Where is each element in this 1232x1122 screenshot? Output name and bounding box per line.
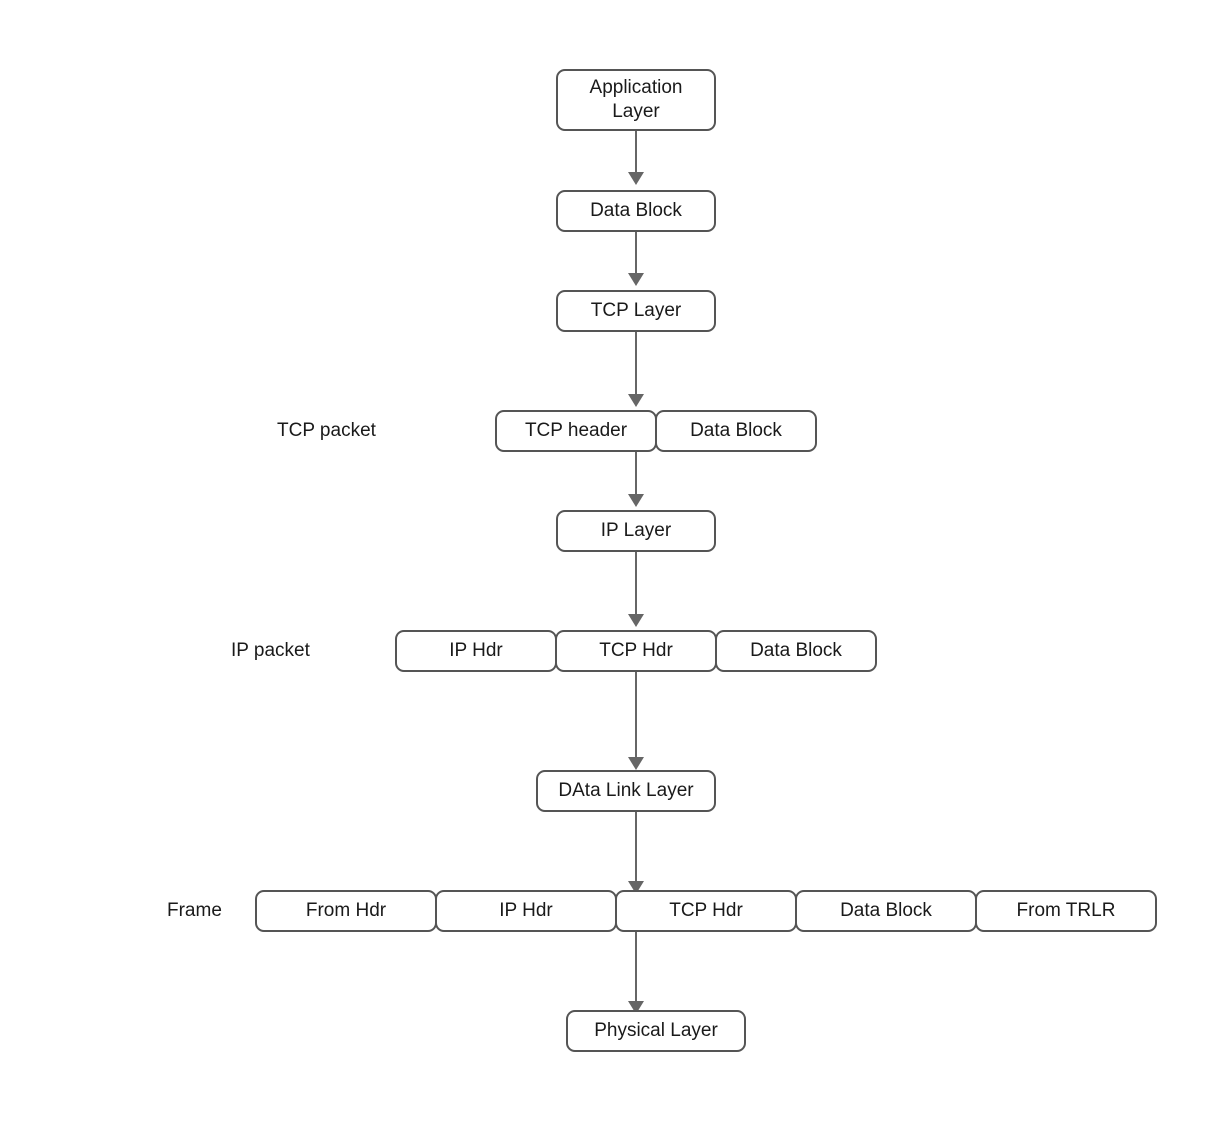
cell-tcp-packet-data-block-label: Data Block bbox=[690, 420, 782, 441]
node-ip-layer-label: IP Layer bbox=[600, 520, 672, 542]
arrowhead-application-to-datablock bbox=[628, 172, 644, 185]
cell-ip-packet-ip-hdr[interactable]: IP Hdr bbox=[395, 630, 557, 672]
node-data-block-label: Data Block bbox=[590, 200, 682, 222]
cell-frame-from-hdr-label: From Hdr bbox=[305, 900, 387, 921]
node-ip-layer[interactable]: IP Layer bbox=[556, 510, 716, 552]
connector-iplayer-to-ippacket bbox=[635, 552, 637, 617]
cell-tcp-packet-tcp-header[interactable]: TCP header bbox=[495, 410, 657, 452]
connector-frame-to-physicallayer bbox=[635, 932, 637, 1004]
cell-frame-tcp-hdr[interactable]: TCP Hdr bbox=[615, 890, 797, 932]
connector-tcplayer-to-tcppacket bbox=[635, 332, 637, 397]
cell-ip-packet-tcp-hdr[interactable]: TCP Hdr bbox=[555, 630, 717, 672]
node-data-link-layer-label: DAta Link Layer bbox=[558, 780, 694, 802]
node-application-layer-label-line1: Application bbox=[589, 77, 683, 99]
cell-frame-data-block-label: Data Block bbox=[840, 900, 932, 921]
cell-frame-ip-hdr-label: IP Hdr bbox=[499, 900, 553, 921]
connector-ippacket-to-datalinklayer bbox=[635, 672, 637, 760]
node-physical-layer-label: Physical Layer bbox=[594, 1020, 718, 1042]
arrowhead-datablock-to-tcplayer bbox=[628, 273, 644, 286]
cell-frame-ip-hdr[interactable]: IP Hdr bbox=[435, 890, 617, 932]
node-data-link-layer[interactable]: DAta Link Layer bbox=[536, 770, 716, 812]
cell-ip-packet-data-block[interactable]: Data Block bbox=[715, 630, 877, 672]
arrowhead-ippacket-to-datalinklayer bbox=[628, 757, 644, 770]
node-tcp-layer[interactable]: TCP Layer bbox=[556, 290, 716, 332]
arrowhead-iplayer-to-ippacket bbox=[628, 614, 644, 627]
cell-ip-packet-data-block-label: Data Block bbox=[750, 640, 842, 661]
cell-frame-from-hdr[interactable]: From Hdr bbox=[255, 890, 437, 932]
cell-frame-from-trlr[interactable]: From TRLR bbox=[975, 890, 1157, 932]
cell-ip-packet-tcp-hdr-label: TCP Hdr bbox=[599, 640, 673, 661]
cell-tcp-packet-data-block[interactable]: Data Block bbox=[655, 410, 817, 452]
cell-frame-from-trlr-label: From TRLR bbox=[1016, 900, 1116, 921]
cell-ip-packet-ip-hdr-label: IP Hdr bbox=[449, 640, 503, 661]
connector-tcppacket-to-iplayer bbox=[635, 452, 637, 497]
row-label-tcp-packet: TCP packet bbox=[277, 420, 376, 441]
connector-datablock-to-tcplayer bbox=[635, 232, 637, 275]
cell-frame-tcp-hdr-label: TCP Hdr bbox=[669, 900, 743, 921]
row-label-frame: Frame bbox=[167, 900, 222, 921]
connector-datalinklayer-to-frame bbox=[635, 812, 637, 884]
arrowhead-tcplayer-to-tcppacket bbox=[628, 394, 644, 407]
cell-frame-data-block[interactable]: Data Block bbox=[795, 890, 977, 932]
arrowhead-tcppacket-to-iplayer bbox=[628, 494, 644, 507]
node-physical-layer[interactable]: Physical Layer bbox=[566, 1010, 746, 1052]
node-data-block[interactable]: Data Block bbox=[556, 190, 716, 232]
node-application-layer[interactable]: Application Layer bbox=[556, 69, 716, 131]
cell-tcp-packet-tcp-header-label: TCP header bbox=[524, 420, 628, 441]
node-tcp-layer-label: TCP Layer bbox=[590, 300, 682, 322]
connector-application-to-datablock bbox=[635, 131, 637, 174]
row-label-ip-packet: IP packet bbox=[231, 640, 310, 661]
node-application-layer-label-line2: Layer bbox=[612, 101, 660, 122]
